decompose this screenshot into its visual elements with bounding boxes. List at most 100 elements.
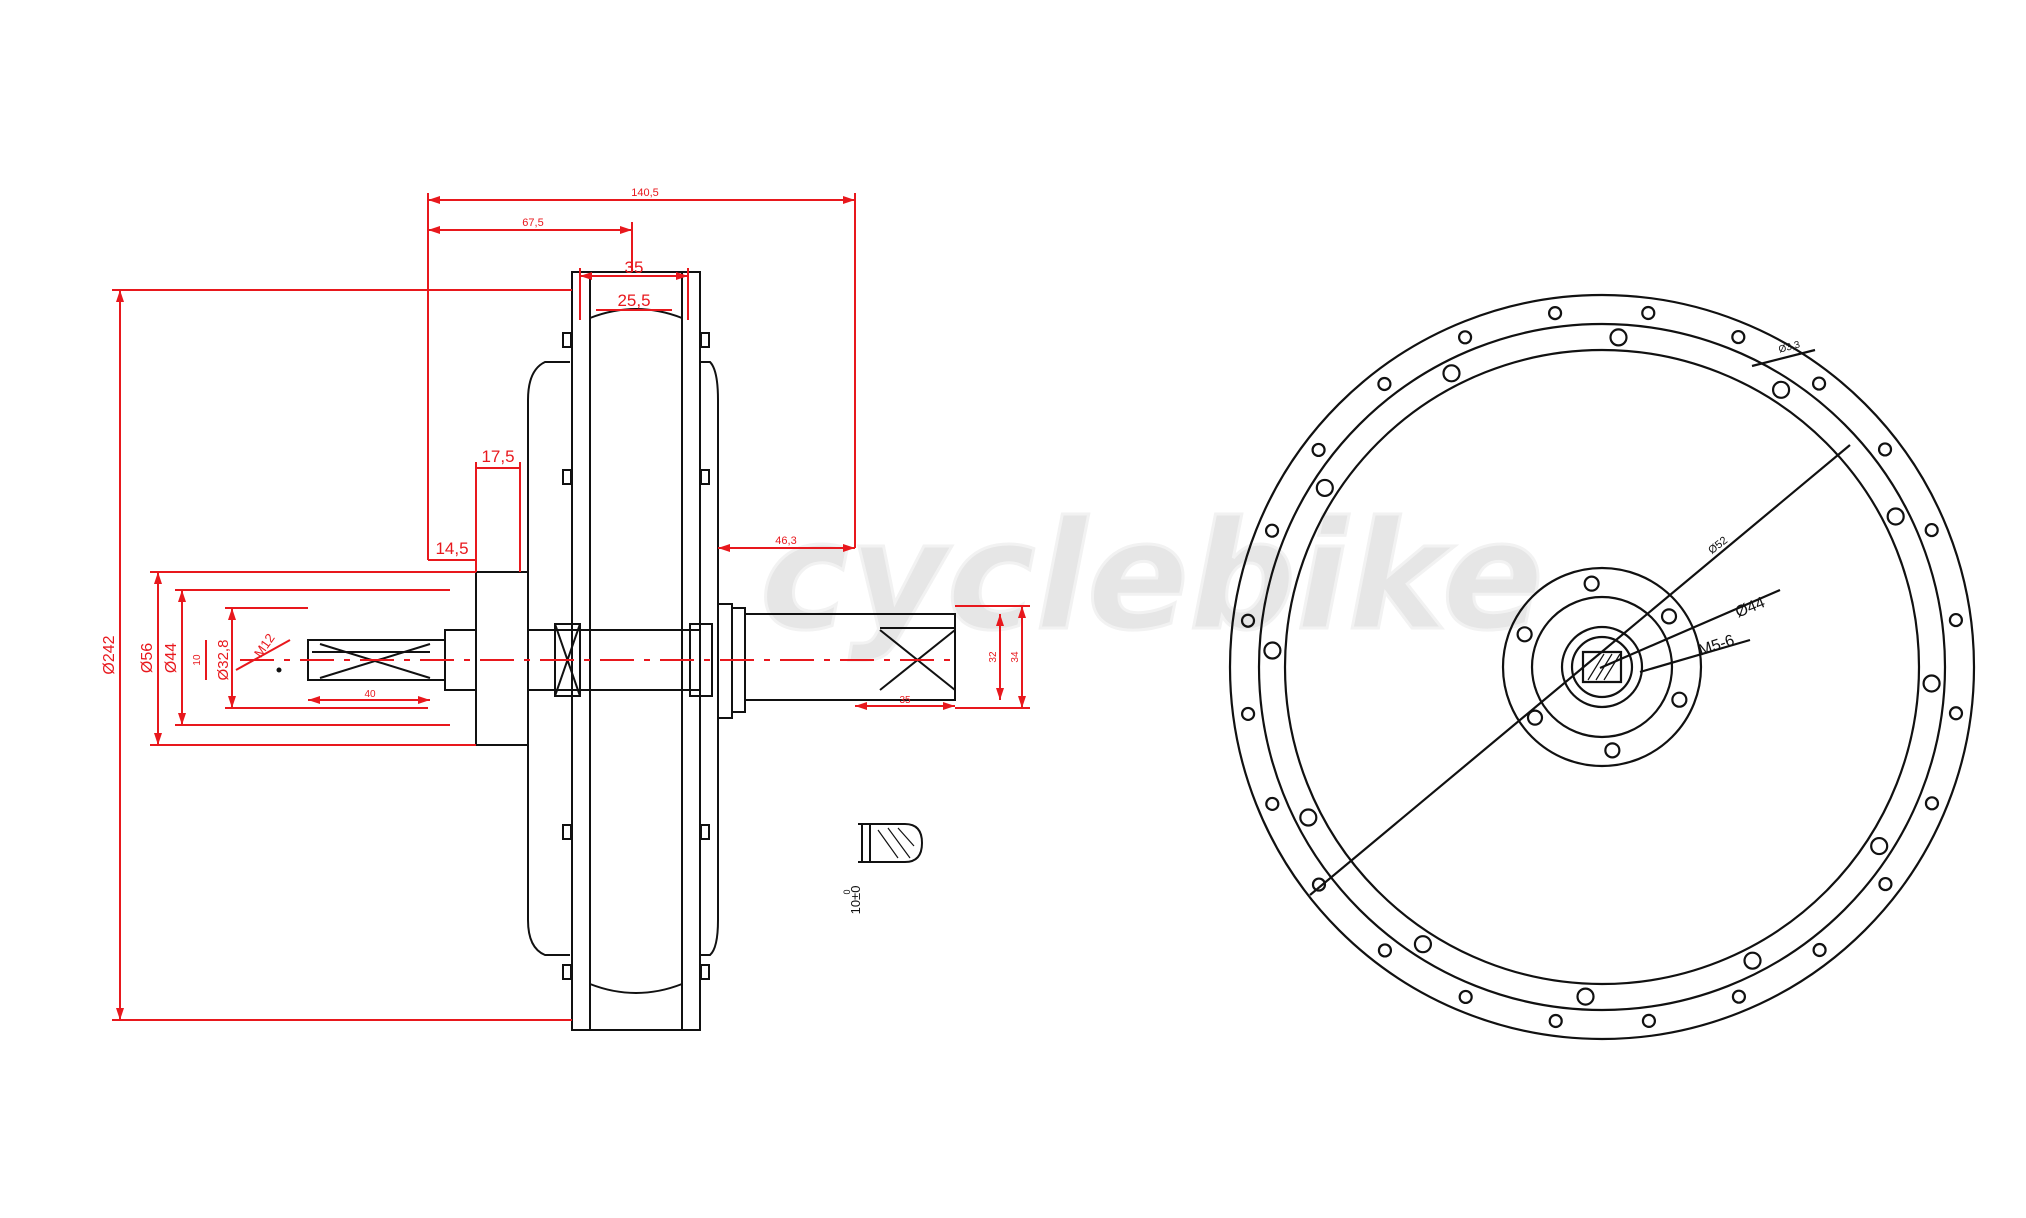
spoke-hole — [700, 469, 710, 485]
dim-thread: M12 — [251, 631, 278, 660]
dim-overall-width: 140,5 — [631, 187, 659, 199]
arrow — [1018, 696, 1026, 708]
arrow — [843, 196, 855, 204]
rim-bolt-hole — [1377, 943, 1393, 958]
rim-bolt-hole — [1811, 376, 1827, 391]
cover-bolt-hole — [1576, 987, 1595, 1006]
arrow — [154, 733, 162, 745]
tolerance-top: 0 — [842, 889, 852, 894]
arrow — [178, 713, 186, 725]
rim-bolt-hole — [1877, 442, 1893, 457]
rim-bolt-hole — [1240, 706, 1256, 722]
thread-mark — [276, 667, 282, 673]
dim-bolt-diameter: Ø32,8 — [215, 640, 232, 681]
rim-bolt-hole — [1264, 523, 1280, 538]
thread-leader — [235, 639, 291, 671]
rim-bolt-hole — [1311, 442, 1326, 458]
arrow — [178, 590, 186, 602]
dim-hub: Ø44 — [1733, 594, 1768, 621]
inner-cover-circle — [1283, 348, 1921, 986]
spoke-hole — [562, 964, 572, 980]
cover-bolt-hole — [1413, 935, 1433, 954]
rim-bolt-hole — [1731, 329, 1746, 345]
dimension-arrows — [116, 196, 1026, 1020]
dim-right-height-a: 32 — [988, 651, 999, 663]
hub-screw-hole — [1583, 575, 1600, 592]
arrow — [228, 696, 236, 708]
hub-screw-hole — [1516, 626, 1533, 643]
rim-bolt-hole — [1548, 1013, 1563, 1029]
dim-rim-width: 35 — [625, 258, 644, 277]
arrow — [228, 608, 236, 620]
dim-boss-diameter: Ø44 — [163, 643, 180, 673]
arrow — [580, 272, 592, 280]
watermark-logo: cyclebike — [760, 490, 1544, 664]
bearing-right — [689, 623, 713, 697]
dim-shaft-right: 46,3 — [775, 535, 796, 547]
rim-channel — [589, 308, 683, 994]
spoke-hole — [700, 824, 710, 840]
rim-bolt-hole — [1265, 796, 1280, 812]
cover-bolt-hole — [1442, 364, 1461, 383]
arrow — [996, 614, 1004, 626]
cover-bolt-hole — [1886, 507, 1905, 526]
rim-bolt-hole — [1731, 989, 1747, 1004]
arrow — [620, 226, 632, 234]
arrow — [1018, 606, 1026, 618]
right-cover — [700, 361, 719, 956]
hub-screw-hole — [1671, 691, 1688, 708]
rim-bolt-hole — [1812, 942, 1827, 958]
cover-bolt-hole — [1771, 380, 1791, 399]
cover-bolt-hole — [1299, 808, 1318, 827]
section-hatch — [877, 827, 915, 859]
rim-bolt-hole — [1878, 876, 1893, 892]
arrow — [154, 572, 162, 584]
hub-outer-circle — [1501, 566, 1703, 768]
hub-screw-hole — [1526, 709, 1544, 726]
screw-leader — [1639, 638, 1751, 674]
dim-left-shaft-length: 40 — [364, 689, 376, 700]
dim-right-height-b: 34 — [1010, 651, 1021, 663]
arrow — [116, 1008, 124, 1020]
front-view — [1228, 293, 1976, 1041]
dim-pcd: Ø52 — [1706, 535, 1730, 557]
arrow — [718, 544, 730, 552]
motor-body-outline — [527, 361, 570, 956]
rim-bolt-hole — [1924, 522, 1939, 538]
hub-leader — [1599, 588, 1781, 670]
outer-rim-circle — [1228, 293, 1976, 1041]
dim-screw: M5-6 — [1697, 632, 1737, 659]
rim-bolt-hole — [1311, 877, 1327, 892]
dim-half-width: 67,5 — [522, 217, 543, 229]
hole-leader — [1751, 348, 1816, 368]
right-shaft — [745, 613, 956, 701]
dim-shaft-flat: 10 — [192, 654, 203, 666]
spoke-hole — [562, 469, 572, 485]
arrow — [428, 196, 440, 204]
cover-bolt-hole — [1743, 951, 1762, 970]
rim-bolt-hole — [1457, 330, 1473, 345]
rim-bolt-hole — [1948, 612, 1964, 628]
rim-bolt-hole — [1641, 305, 1656, 321]
arrow — [996, 688, 1004, 700]
rim-bolt-hole — [1547, 305, 1563, 321]
arrow — [676, 272, 688, 280]
bearing-inner-circle — [1570, 635, 1634, 699]
left-hub-boss — [475, 571, 528, 746]
rim-bolt-hole — [1458, 989, 1473, 1005]
bolt-holes — [1240, 305, 1964, 1029]
cover-bolt-hole — [1315, 478, 1334, 498]
hub-mid-circle — [1530, 595, 1674, 739]
rim-bolt-hole — [1641, 1013, 1657, 1029]
dim-flange-offset: 14,5 — [435, 539, 468, 558]
bearing-outer-circle — [1560, 625, 1644, 709]
arrow — [308, 696, 320, 704]
spoke-hole — [562, 824, 572, 840]
hub-screw-hole — [1604, 742, 1621, 759]
shaft-flat-section — [1581, 650, 1623, 684]
dim-flange-diameter: Ø56 — [139, 643, 156, 673]
pcd-line — [1309, 444, 1851, 896]
dim-outer-diameter: Ø242 — [101, 635, 118, 674]
shaft-section — [869, 823, 924, 863]
cover-bolt-hole — [1870, 836, 1889, 856]
